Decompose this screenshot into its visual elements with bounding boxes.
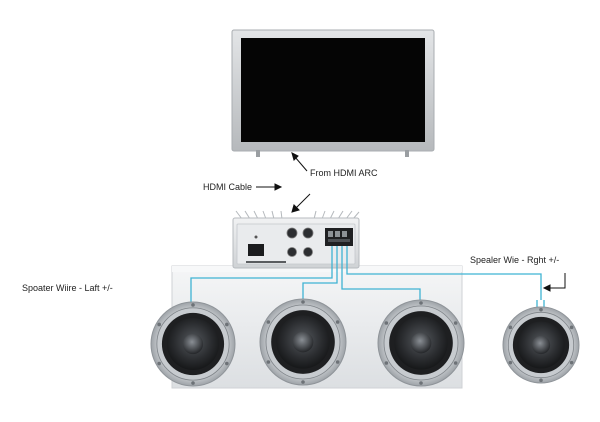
television-icon	[231, 29, 435, 157]
label-speaker-wire-left: Spoater Wiire - Laft +/-	[22, 283, 113, 293]
label-from-hdmi-arc: From HDMI ARC	[310, 168, 378, 178]
amplifier-icon	[232, 210, 360, 269]
speaker-icon	[502, 306, 580, 384]
speaker-icon	[377, 299, 465, 387]
arrow-icon	[256, 183, 283, 191]
arrow-icon	[542, 273, 566, 292]
speaker-icon	[259, 298, 347, 386]
arrow-icon	[291, 152, 308, 172]
label-speaker-wire-right: Spealer Wie - Rght +/-	[470, 255, 559, 265]
arrow-icon	[291, 193, 311, 213]
speaker-icon	[150, 301, 236, 387]
speaker-wires	[190, 246, 545, 314]
label-hdmi-cable: HDMI Cable	[203, 182, 252, 192]
